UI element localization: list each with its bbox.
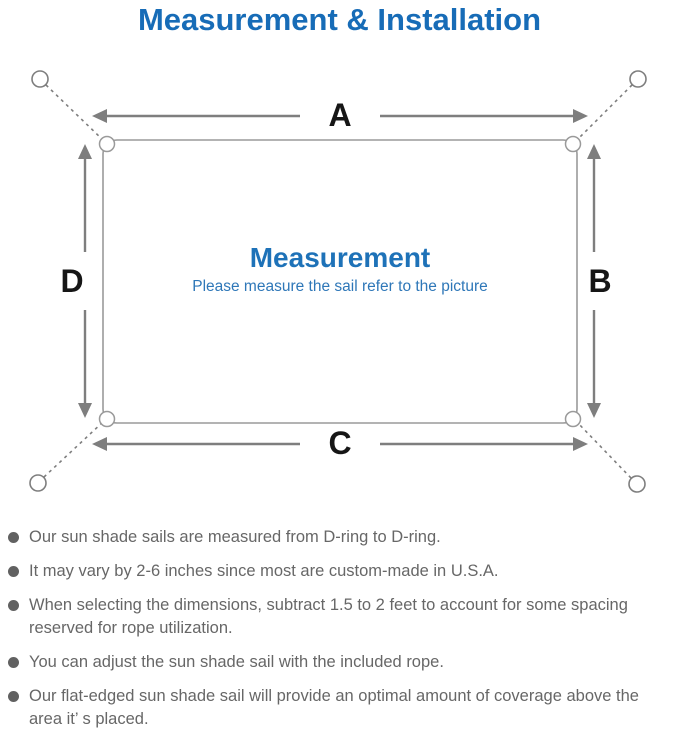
dimension-label-a: A (328, 97, 352, 133)
rope-bottom-left (43, 420, 105, 478)
arrowhead-left-icon (92, 437, 107, 451)
measurement-arrow-top (92, 109, 588, 123)
list-item-text: You can adjust the sun shade sail with t… (29, 653, 444, 671)
bullet-dot-icon (8, 691, 19, 702)
list-item-text: Our sun shade sails are measured from D-… (29, 528, 441, 546)
bullet-dot-icon (8, 532, 19, 543)
notes-list: Our sun shade sails are measured from D-… (8, 526, 656, 739)
arrowhead-left-icon (92, 109, 107, 123)
arrowhead-right-icon (573, 437, 588, 451)
list-item-text: When selecting the dimensions, subtract … (29, 596, 628, 637)
list-item-text: Our flat-edged sun shade sail will provi… (29, 687, 639, 728)
rope-top-left (45, 84, 105, 142)
list-item: It may vary by 2-6 inches since most are… (8, 560, 656, 583)
measurement-arrow-bottom (92, 437, 588, 451)
d-ring-icons (98, 135, 582, 428)
list-item-text: It may vary by 2-6 inches since most are… (29, 562, 499, 580)
bullet-dot-icon (8, 657, 19, 668)
measurement-arrow-left (78, 144, 92, 418)
dimension-label-c: C (328, 425, 352, 461)
bullet-dot-icon (8, 566, 19, 577)
rope-lines (43, 84, 633, 479)
d-ring-icon-top-left (98, 135, 116, 153)
rope-top-right (575, 84, 633, 142)
arrowhead-down-icon (587, 403, 601, 418)
page-title: Measurement & Installation (137, 2, 542, 37)
measurement-diagram (29, 70, 647, 493)
anchor-circle-icon-top-right (629, 70, 647, 88)
bullet-dot-icon (8, 600, 19, 611)
list-item: Our flat-edged sun shade sail will provi… (8, 685, 656, 731)
arrowhead-right-icon (573, 109, 588, 123)
dimension-label-b: B (588, 263, 612, 299)
d-ring-icon-bottom-left (98, 410, 116, 428)
list-item: You can adjust the sun shade sail with t… (8, 651, 656, 674)
arrowhead-up-icon (587, 144, 601, 159)
arrowhead-down-icon (78, 403, 92, 418)
anchor-circle-icon-bottom-left (29, 474, 47, 492)
anchor-circle-icon-bottom-right (628, 475, 646, 493)
d-ring-icon-bottom-right (564, 410, 582, 428)
list-item: When selecting the dimensions, subtract … (8, 594, 656, 640)
rope-bottom-right (575, 420, 632, 479)
d-ring-icon-top-right (564, 135, 582, 153)
diagram-subheading: Please measure the sail refer to the pic… (192, 278, 488, 295)
anchor-circle-icon-top-left (31, 70, 49, 88)
anchor-point-icons (29, 70, 647, 493)
list-item: Our sun shade sails are measured from D-… (8, 526, 656, 549)
measurement-arrow-right (587, 144, 601, 418)
arrowhead-up-icon (78, 144, 92, 159)
diagram-heading: Measurement (249, 242, 431, 273)
dimension-label-d: D (60, 263, 84, 299)
sail-outline (102, 139, 578, 424)
